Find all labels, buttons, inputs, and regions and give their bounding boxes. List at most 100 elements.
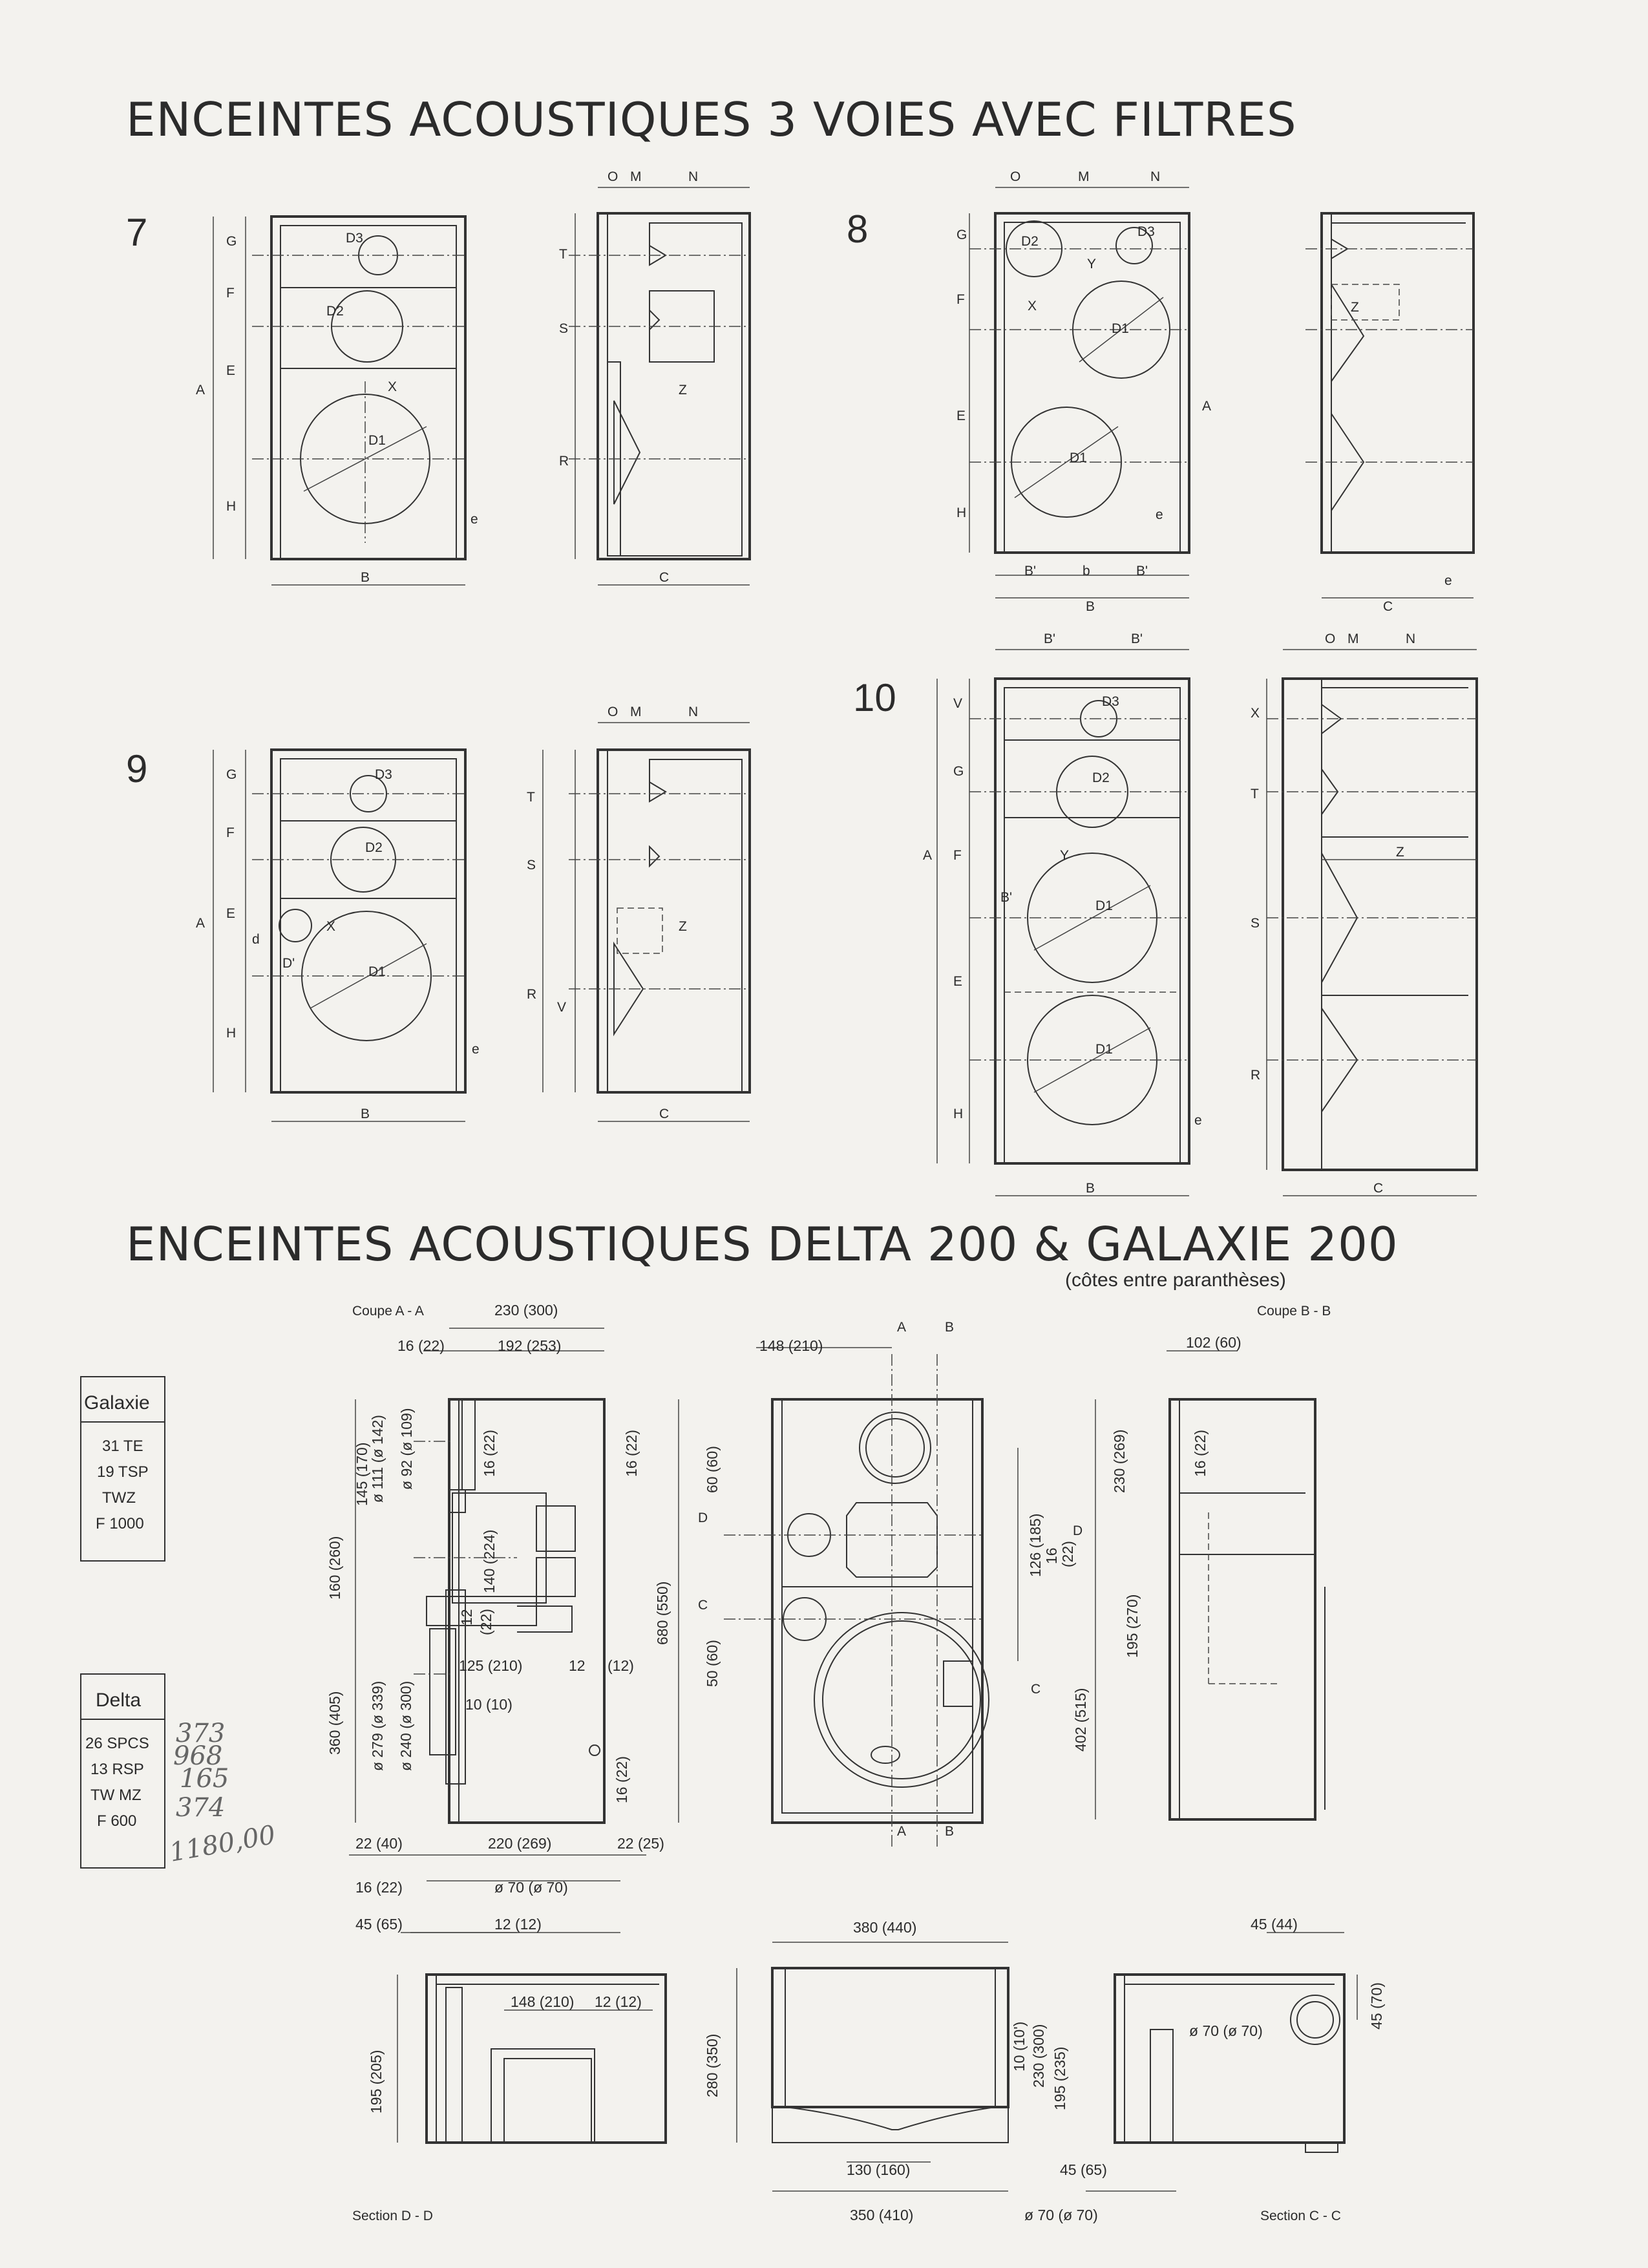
section-marker-a: A <box>897 1320 906 1335</box>
dim-label-d2: D2 <box>326 304 344 319</box>
dimension-text: 16 (22) <box>613 1756 630 1803</box>
legend-delta-item: TW MZ <box>90 1786 142 1804</box>
dimension-text: 12 (12) <box>494 1916 542 1933</box>
dimension-text: 16 (22) <box>623 1430 640 1477</box>
dim-label-b-prime: B' <box>1000 890 1012 905</box>
dim-label-e: E <box>226 906 235 921</box>
legend-delta-item: 26 SPCS <box>85 1735 149 1752</box>
figure-number-9: 9 <box>126 747 147 790</box>
dim-label-b-small: b <box>1083 564 1090 578</box>
dim-label-v: V <box>953 696 962 711</box>
dim-label-h: H <box>956 505 966 520</box>
dim-label-y: Y <box>1087 257 1096 271</box>
handwritten-note: 968 <box>173 1741 222 1771</box>
dim-label-o: O <box>607 705 618 719</box>
dim-label-r: R <box>1251 1068 1260 1083</box>
figure-7-side: O M N T S R Z C <box>559 169 751 586</box>
dim-label-s: S <box>559 321 568 336</box>
top-view-drawing: 380 (440) 280 (350) 10 (10') 230 (300) 1… <box>704 1919 1068 2223</box>
dim-label-x: X <box>326 919 335 934</box>
figure-10-front: 10 B' B' V G F E H A D3 D2 Y B' D1 D1 e … <box>853 631 1202 1196</box>
dim-label-b-prime: B' <box>1044 631 1055 646</box>
handwritten-note: 373 <box>176 1719 225 1748</box>
dimension-text: (12) <box>607 1657 634 1674</box>
dim-label-y: Y <box>1060 848 1069 863</box>
dim-label-g: G <box>226 767 237 782</box>
dimension-text: 195 (205) <box>368 2050 385 2114</box>
dim-label-c: C <box>1373 1181 1383 1196</box>
dim-label-n: N <box>1406 631 1415 646</box>
handwritten-notes: 373 968 165 374 1180,00 <box>167 1719 278 1868</box>
dim-label-e: E <box>953 974 962 989</box>
figure-number-8: 8 <box>847 207 868 251</box>
figure-9-front: 9 G F E H A B D3 D2 X d D' D1 e <box>126 747 480 1122</box>
legend-galaxie: Galaxie 31 TE 19 TSP TWZ F 1000 <box>80 1376 165 1562</box>
dim-label-d3: D3 <box>346 231 363 246</box>
dim-label-b-prime: B' <box>1131 631 1143 646</box>
dim-label-h: H <box>226 499 236 514</box>
dim-label-b-prime: B' <box>1136 564 1148 578</box>
dim-label-v: V <box>557 1000 566 1015</box>
dimension-text: (22) <box>1059 1541 1076 1567</box>
coupe-b-b-drawing: Coupe B - B 102 (60) 230 (269) 16 (22) 1… <box>1072 1304 1331 1821</box>
dim-label-h: H <box>226 1026 236 1041</box>
dimension-text: 45 (65) <box>1060 2161 1107 2178</box>
dim-label-r: R <box>527 987 536 1002</box>
dimension-text: 125 (210) <box>459 1657 522 1674</box>
dim-label-e-small: e <box>1156 507 1163 522</box>
dim-label-b: B <box>1086 599 1095 614</box>
dim-label-z: Z <box>679 383 687 397</box>
dim-label-f: F <box>953 848 962 863</box>
handwritten-note: 374 <box>176 1793 225 1823</box>
dim-label-t: T <box>1251 787 1259 801</box>
dim-label-z: Z <box>1351 300 1359 315</box>
dim-label-d3: D3 <box>375 767 392 782</box>
legend-galaxie-item: F 1000 <box>96 1515 144 1532</box>
figure-number-7: 7 <box>126 211 147 254</box>
section-marker-b: B <box>945 1824 954 1839</box>
dim-label-g: G <box>953 764 964 779</box>
dimension-text: 230 (300) <box>494 1302 558 1319</box>
figure-7-front: 7 G F E H A B D3 D2 X D1 e <box>126 211 478 586</box>
dim-label-d1: D1 <box>368 964 386 979</box>
dim-label-e-small: e <box>1194 1113 1202 1128</box>
section-title: Coupe B - B <box>1257 1304 1331 1319</box>
section-title: Coupe A - A <box>352 1304 424 1319</box>
legend-galaxie-item: TWZ <box>102 1489 136 1507</box>
dim-label-o: O <box>1325 631 1335 646</box>
dimension-text: 195 (235) <box>1051 2047 1068 2110</box>
dim-label-b-prime: B' <box>1024 564 1036 578</box>
dim-label-e-small: e <box>1444 573 1452 588</box>
handwritten-note: 1180,00 <box>167 1820 278 1868</box>
dimension-text: 12 (12) <box>595 1993 642 2010</box>
dim-label-e-small: e <box>472 1042 480 1057</box>
dimension-text: 10 (10') <box>1011 2022 1028 2072</box>
dimension-text: 60 (60) <box>704 1446 721 1493</box>
dim-label-r: R <box>559 454 569 469</box>
section-marker-a: A <box>897 1824 906 1839</box>
dimension-text: 50 (60) <box>704 1640 721 1687</box>
dim-label-b: B <box>361 1107 370 1121</box>
dim-label-t: T <box>527 790 535 805</box>
dim-label-d1: D1 <box>1112 321 1129 336</box>
dimension-text: 16 <box>1043 1547 1060 1564</box>
dimension-text: 402 (515) <box>1072 1688 1089 1752</box>
figure-9-side: O M N T S R V Z C <box>527 705 751 1122</box>
dim-label-s: S <box>527 858 536 873</box>
dim-label-g: G <box>956 228 967 242</box>
dimension-text: ø 240 (ø 300) <box>397 1681 414 1771</box>
dimension-text: 380 (440) <box>853 1919 916 1936</box>
dimension-text: 22 (40) <box>355 1835 403 1852</box>
section-marker-d: D <box>1073 1523 1083 1538</box>
dimension-text: 22 (25) <box>617 1835 664 1852</box>
dim-label-m: M <box>630 169 642 184</box>
figure-8-side: Z e C <box>1305 212 1475 614</box>
dim-label-m: M <box>1347 631 1359 646</box>
dimension-text: 220 (269) <box>488 1835 551 1852</box>
legend-delta-item: 13 RSP <box>90 1761 144 1778</box>
dimension-text: 45 (70) <box>1368 1982 1385 2030</box>
dim-label-h: H <box>953 1107 963 1121</box>
section-title: Section C - C <box>1260 2209 1341 2223</box>
dim-label-f: F <box>226 825 235 840</box>
dim-label-g: G <box>226 234 237 249</box>
